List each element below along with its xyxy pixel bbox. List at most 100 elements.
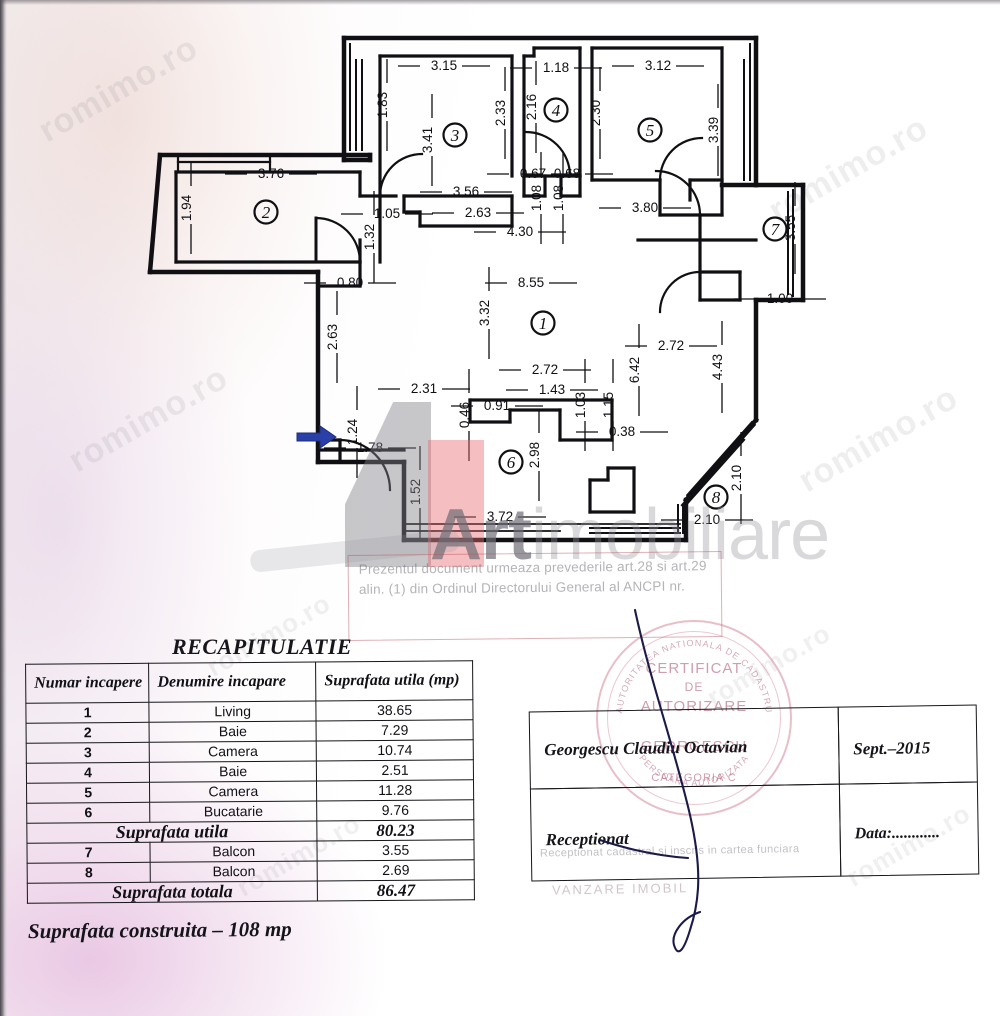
svg-text:4.43: 4.43: [710, 354, 725, 380]
column-header-num: Numar incapere: [25, 663, 150, 704]
dimension-label: 1.15: [601, 359, 616, 451]
svg-text:3.76: 3.76: [258, 166, 284, 181]
dimension-label: 1.43: [506, 382, 598, 397]
column-header-name: Denumire incapare: [148, 661, 317, 703]
cell-room-area: 2.51: [316, 759, 474, 781]
dimension-label: 0.46: [457, 369, 472, 461]
dimension-label: 2.72: [625, 338, 717, 353]
svg-text:1.32: 1.32: [362, 224, 377, 250]
svg-text:3.56: 3.56: [453, 184, 479, 199]
cell-total-label: Suprafata totala: [27, 880, 318, 904]
dimension-label: 1.83: [375, 59, 390, 151]
room-marker-8: 8: [703, 484, 729, 510]
dimension-label: 1.08: [551, 152, 566, 244]
room-number-label: 4: [552, 101, 561, 120]
dimension-label: 2.72: [499, 362, 591, 377]
scan-top-edge-shadow: [0, 0, 1000, 5]
svg-text:2.72: 2.72: [532, 362, 558, 377]
svg-text:0.68: 0.68: [554, 166, 580, 181]
entrance-arrow: [296, 425, 337, 449]
svg-text:2.98: 2.98: [527, 442, 542, 468]
svg-text:6.42: 6.42: [627, 357, 642, 383]
dimension-label: 3.80: [599, 200, 691, 215]
dimension-label: 1.78: [324, 440, 416, 455]
dimension-label: 1.94: [179, 162, 194, 254]
dimension-label: 1.24: [345, 386, 360, 478]
dimension-label: 4.43: [710, 321, 725, 413]
svg-text:1.15: 1.15: [601, 392, 616, 418]
dimension-label: 2.63: [325, 291, 340, 383]
svg-text:0.38: 0.38: [609, 424, 635, 439]
room-marker-2: 2: [253, 199, 279, 225]
dimension-label: 3.12: [612, 58, 704, 73]
dimension-label: 2.10: [729, 432, 744, 524]
svg-text:2.10: 2.10: [729, 465, 744, 491]
svg-text:3.12: 3.12: [645, 58, 671, 73]
svg-text:4.30: 4.30: [507, 224, 533, 239]
room-number-label: 2: [262, 203, 271, 222]
room-marker-6: 6: [498, 449, 524, 475]
svg-text:3.41: 3.41: [420, 127, 435, 153]
dimension-label: 2.31: [378, 381, 470, 396]
cell-room-area: 10.74: [316, 739, 474, 761]
svg-text:0.91: 0.91: [484, 398, 510, 413]
svg-text:1.43: 1.43: [539, 382, 565, 397]
cell-room-number: 4: [26, 762, 150, 784]
cell-subtotal-label: Suprafata utila: [26, 820, 318, 844]
dimension-label: 3.39: [706, 84, 721, 176]
page-title: RECAPITULATIE: [172, 634, 353, 659]
svg-text:2.63: 2.63: [465, 205, 491, 220]
dimension-label: 2.16: [524, 61, 539, 153]
scan-left-edge-shadow: [0, 0, 7, 1016]
cell-room-area: 11.28: [316, 779, 474, 801]
svg-text:0.80: 0.80: [337, 275, 363, 290]
issue-date: Sept.–2015: [837, 704, 978, 785]
dimension-label: 2.63: [432, 205, 524, 220]
cell-room-name: Balcon: [150, 840, 318, 863]
cell-room-number: 1: [25, 702, 150, 724]
dimension-label: 2.30: [588, 67, 603, 159]
dimension-label: 1.52: [408, 446, 423, 538]
room-number-label: 1: [539, 314, 548, 333]
room-number-label: 8: [712, 488, 721, 507]
svg-text:1.08: 1.08: [529, 185, 544, 211]
dimension-label: 0.80: [304, 275, 396, 290]
dimension-label: 2.98: [527, 409, 542, 501]
svg-text:3.72: 3.72: [487, 509, 513, 524]
built-area-note: Suprafata construita – 108 mp: [27, 916, 292, 944]
svg-text:1.08: 1.08: [551, 185, 566, 211]
room-number-label: 7: [771, 220, 781, 239]
dimension-label: 1.00: [734, 291, 826, 306]
svg-text:1.52: 1.52: [408, 479, 423, 505]
svg-text:1.94: 1.94: [179, 194, 194, 221]
svg-text:1.78: 1.78: [357, 440, 383, 455]
room-number-label: 3: [450, 126, 460, 145]
svg-text:1.05: 1.05: [374, 206, 400, 221]
room-number-label: 6: [507, 453, 516, 472]
cell-room-name: Camera: [149, 780, 317, 803]
dimension-label: 3.32: [477, 267, 492, 359]
dimension-label: 2.33: [493, 67, 508, 159]
dimension-label: 2.10: [661, 512, 753, 527]
svg-text:3.80: 3.80: [632, 200, 658, 215]
dimension-label: 0.91: [451, 398, 543, 413]
cell-room-name: Camera: [149, 740, 317, 763]
room-marker-7: 7: [762, 216, 788, 242]
cell-subtotal-value: 80.23: [317, 819, 474, 841]
data-field-label: Data:............: [838, 781, 980, 877]
svg-text:3.55: 3.55: [783, 215, 798, 241]
dimension-label: 3.76: [225, 166, 317, 181]
svg-text:2.31: 2.31: [411, 381, 437, 396]
cell-room-name: Baie: [149, 720, 317, 743]
cell-total-value: 86.47: [317, 879, 475, 901]
svg-text:1.83: 1.83: [375, 92, 390, 118]
cell-room-area: 7.29: [316, 719, 474, 741]
dimension-label: 1.03: [573, 359, 588, 451]
svg-text:3.39: 3.39: [706, 117, 721, 143]
cell-room-area: 9.76: [316, 799, 474, 821]
